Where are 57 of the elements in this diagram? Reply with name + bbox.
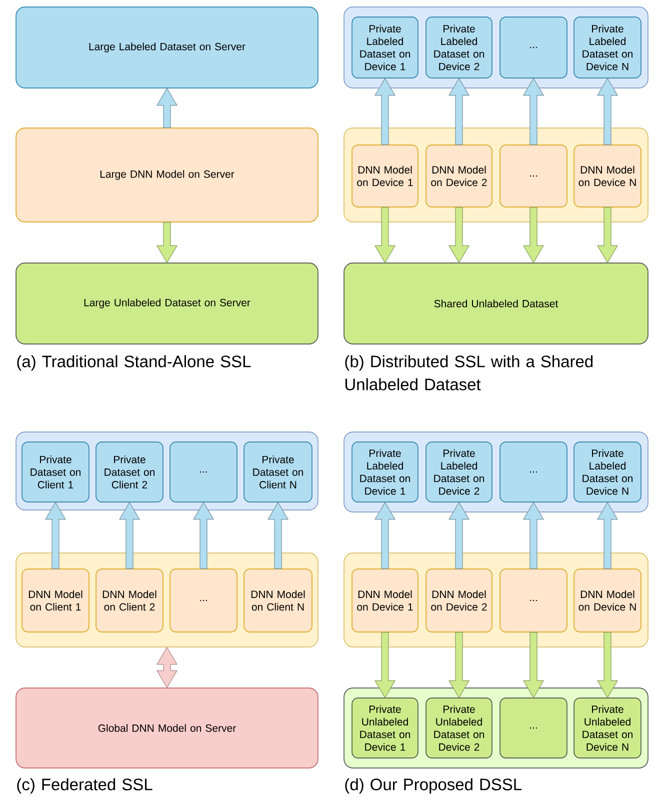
block-arrow [374,502,396,569]
block-arrow [448,632,470,698]
model-box: DNN Model on Device 2 [426,568,492,632]
dataset-box: ... [500,442,568,502]
dataset-box: Private Dataset on Client 1 [22,442,90,502]
model-box: Large DNN Model on Server [16,128,318,222]
block-arrow [596,78,618,145]
model-box: DNN Model on Client 2 [96,568,164,632]
dataset-box: Private Unlabeled Dataset on Device N [574,698,642,758]
block-arrow [374,207,396,264]
dataset-box: Private Labeled Dataset on Device 1 [352,16,418,78]
dataset-box: Large Labeled Dataset on Server [16,6,318,88]
model-box: DNN Model on Device N [574,144,642,208]
dataset-box: Private Labeled Dataset on Device 2 [426,442,492,502]
dataset-box: Private Unlabeled Dataset on Device 1 [352,698,418,758]
dataset-box: Private Labeled Dataset on Device 2 [426,16,492,78]
caption: (d) Our Proposed DSSL [345,778,522,794]
block-arrow [522,207,544,264]
dataset-box: ... [500,698,568,758]
model-box: DNN Model on Device 2 [426,144,492,208]
block-arrow [448,78,470,145]
model-box: DNN Model on Client N [244,568,312,632]
dataset-box: Private Labeled Dataset on Device N [574,16,642,78]
model-box: ... [500,568,568,632]
block-arrow [522,78,544,145]
model-box: DNN Model on Device 1 [352,144,418,208]
model-box: DNN Model on Device 1 [352,568,418,632]
block-arrow [596,502,618,569]
model-box: Global DNN Model on Server [16,688,318,768]
block-arrow [267,502,289,569]
dataset-box: Large Unlabeled Dataset on Server [16,262,318,344]
dataset-box: Private Labeled Dataset on Device N [574,442,642,502]
block-arrow [596,632,618,698]
model-box: DNN Model on Device N [574,568,642,632]
dataset-box: Private Unlabeled Dataset on Device 2 [426,698,492,758]
block-arrow [156,222,178,264]
model-box: DNN Model on Client 1 [22,568,90,632]
block-arrow [192,502,214,569]
caption: (b) Distributed SSL with a Shared Unlabeled Dataset [345,355,593,390]
dataset-box: Private Dataset on Client N [244,442,312,502]
block-arrow [374,78,396,145]
block-arrow [374,632,396,698]
dataset-box: ... [170,442,238,502]
block-arrow [448,207,470,264]
block-arrow [522,502,544,569]
block-arrow [156,88,178,128]
block-arrow [596,207,618,264]
dataset-box: Private Dataset on Client 2 [96,442,164,502]
dataset-box: Shared Unlabeled Dataset [344,262,648,344]
block-arrow [44,502,66,569]
block-arrow [448,502,470,569]
block-arrow [522,632,544,698]
model-box: ... [170,568,238,632]
dataset-box: Private Labeled Dataset on Device 1 [352,442,418,502]
block-arrow [118,502,140,569]
model-box: ... [500,144,568,208]
dataset-box: ... [500,16,568,78]
